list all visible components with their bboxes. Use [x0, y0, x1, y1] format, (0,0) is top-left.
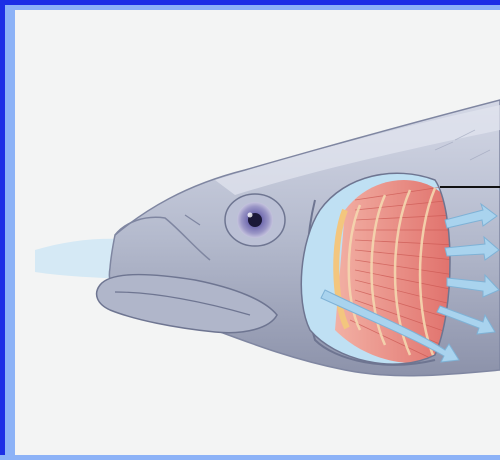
diagram-panel	[15, 10, 500, 455]
fish-head-illustration	[15, 10, 500, 455]
gill-filaments	[335, 180, 455, 365]
eye-icon	[225, 194, 285, 246]
frame-bottom-edge	[0, 455, 500, 460]
